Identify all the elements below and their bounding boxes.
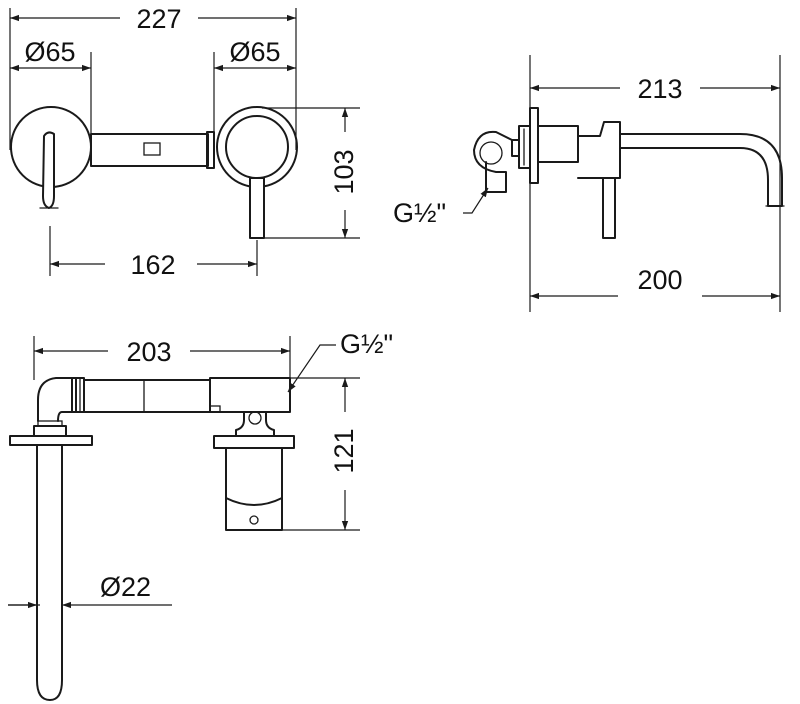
- front-view: 227 Ø65 Ø65 103 162: [9, 4, 360, 280]
- top-connection-pipe: [83, 379, 211, 413]
- dim-front-total-width: 227: [136, 4, 181, 34]
- top-spout: [36, 444, 63, 701]
- dim-top-total-length: 203: [126, 337, 171, 367]
- dim-front-height: 103: [329, 149, 359, 194]
- dim-front-right-diameter: Ø65: [229, 37, 280, 67]
- dim-front-left-diameter: Ø65: [24, 37, 75, 67]
- top-handle-end: [225, 497, 283, 531]
- side-view: 213 200 G½": [393, 55, 785, 312]
- front-connection-body: [90, 133, 209, 167]
- top-mixer-housing: [209, 377, 291, 413]
- front-lever: [249, 177, 265, 239]
- dim-front-spacing: 162: [130, 250, 175, 280]
- side-mixer-body: [537, 125, 579, 163]
- front-connection-window: [143, 142, 161, 156]
- side-wall-plate: [529, 107, 539, 184]
- top-flange: [9, 435, 93, 446]
- top-view: 203 G½" 121 Ø22: [8, 329, 393, 701]
- top-thread-label: G½": [340, 329, 393, 359]
- dim-side-spout-reach: 200: [637, 265, 682, 295]
- dim-top-depth: 121: [329, 428, 359, 473]
- side-spout: [619, 133, 783, 207]
- top-cartridge-ring: [213, 435, 295, 449]
- front-right-rosette: [216, 106, 298, 188]
- top-cartridge-body: [225, 447, 283, 506]
- dim-top-spout-diameter: Ø22: [100, 572, 151, 602]
- top-inlet-elbow: [37, 377, 77, 422]
- side-lever: [602, 177, 616, 239]
- dim-side-total-length: 213: [637, 74, 682, 104]
- front-spout: [42, 131, 55, 209]
- side-inlet-elbow: [473, 130, 513, 193]
- front-handle-cap: [225, 115, 289, 179]
- side-thread-label: G½": [393, 198, 446, 228]
